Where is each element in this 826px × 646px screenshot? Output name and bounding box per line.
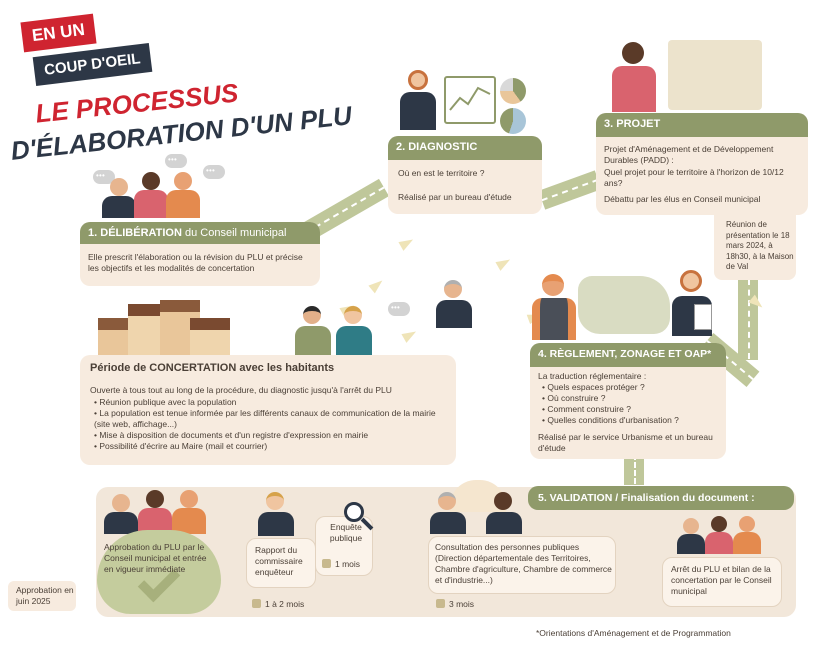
concertation-intro: Ouverte à tous tout au long de la procéd…: [90, 385, 392, 395]
step5-header: 5. VALIDATION / Finalisation du document…: [528, 486, 794, 510]
step1-title-rest: du Conseil municipal: [181, 227, 287, 239]
scroll-icon: [436, 599, 445, 608]
step1-title: DÉLIBÉRATION: [100, 227, 182, 239]
step1-header: 1. DÉLIBÉRATION du Conseil municipal: [80, 222, 320, 244]
list-item: Quels espaces protéger ?: [542, 382, 722, 393]
step1-number: 1.: [88, 227, 98, 239]
concertation-title: Période de CONCERTATION avec les habitan…: [90, 362, 335, 374]
step1-text: Elle prescrit l'élaboration ou la révisi…: [88, 252, 303, 273]
step4-list: Quels espaces protéger ? Où construire ?…: [542, 382, 722, 426]
list-item: Réunion publique avec la population: [94, 397, 450, 408]
paper-plane-icon: [368, 276, 386, 294]
enquete-duration: 1 mois: [322, 559, 360, 570]
paper-plane-icon: [401, 327, 419, 343]
list-item: Quelles conditions d'urbanisation ?: [542, 415, 722, 426]
step2-title: 2. DIAGNOSTIC: [396, 141, 478, 153]
rapport-text: Rapport du commissaire enquêteur: [255, 545, 303, 577]
step4-note: Réalisé par le service Urbanisme et un b…: [538, 432, 713, 453]
step2-header: 2. DIAGNOSTIC: [388, 136, 542, 160]
magnifier-icon: [344, 502, 364, 522]
list-item: Comment construire ?: [542, 404, 722, 415]
rapport-duration: 1 à 2 mois: [252, 599, 304, 609]
list-item: Possibilité d'écrire au Maire (mail et c…: [94, 441, 450, 452]
arret-text: Arrêt du PLU et bilan de la concertation…: [671, 564, 772, 596]
houses-icon: [98, 300, 230, 358]
step5-title: 5. VALIDATION: [538, 492, 613, 504]
step2-card: 2. DIAGNOSTIC Où en est le territoire ? …: [388, 136, 542, 214]
step3-card: 3. PROJET Projet d'Aménagement et de Dév…: [596, 113, 808, 215]
consultation-card: Consultation des personnes publiques (Di…: [428, 536, 616, 594]
path-segment: [738, 280, 758, 360]
step2-note: Réalisé par un bureau d'étude: [398, 192, 512, 202]
step3-header: 3. PROJET: [596, 113, 808, 137]
document-icon: [694, 304, 712, 330]
meeting-note: Réunion de présentation le 18 mars 2024,…: [714, 214, 796, 280]
concertation-list: Réunion publique avec la population La p…: [94, 397, 450, 452]
step3-title: 3. PROJET: [604, 118, 661, 130]
scroll-icon: [252, 599, 261, 608]
step3-text2: Quel projet pour le territoire à l'horiz…: [604, 167, 784, 188]
chart-board-icon: [444, 76, 496, 124]
step2-question: Où en est le territoire ?: [398, 168, 485, 178]
step5-title-rest: / Finalisation du document :: [612, 492, 755, 504]
approbation-date: Approbation en juin 2025: [16, 585, 74, 606]
pie-chart-icon: [500, 108, 526, 134]
tag-en-un: EN UN: [20, 13, 97, 53]
speech-bubble-icon: [388, 302, 410, 316]
enquete-card: Enquête publique 1 mois: [315, 516, 373, 576]
approbation-text: Approbation du PLU par le Conseil munici…: [104, 542, 207, 574]
list-item: La population est tenue informée par les…: [94, 408, 450, 430]
rapport-card: Rapport du commissaire enquêteur: [246, 538, 316, 588]
path-segment: [624, 455, 644, 485]
speech-bubble-icon: [203, 165, 225, 179]
speech-bubble-icon: [165, 154, 187, 168]
approbation-date-box: Approbation en juin 2025: [8, 581, 76, 611]
approbation-bubble: [97, 530, 221, 614]
arret-card: Arrêt du PLU et bilan de la concertation…: [662, 557, 782, 607]
pie-chart-icon: [500, 78, 526, 104]
speech-bubble-icon: [93, 170, 115, 184]
zoning-map-icon: [578, 276, 670, 334]
step4-intro: La traduction réglementaire :: [538, 371, 647, 381]
step4-header: 4. RÈGLEMENT, ZONAGE ET OAP*: [530, 343, 726, 367]
step3-text3: Débattu par les élus en Conseil municipa…: [604, 194, 761, 204]
enquete-text: Enquête publique: [329, 522, 363, 543]
footnote: *Orientations d'Aménagement et de Progra…: [536, 628, 731, 638]
step4-title: 4. RÈGLEMENT, ZONAGE ET OAP*: [538, 348, 712, 360]
list-item: Mise à disposition de documents et d'un …: [94, 430, 450, 441]
step4-card: 4. RÈGLEMENT, ZONAGE ET OAP* La traducti…: [530, 343, 726, 459]
paper-plane-icon: [398, 235, 416, 251]
map-icon: [668, 40, 762, 110]
step1-card: 1. DÉLIBÉRATION du Conseil municipal Ell…: [80, 222, 320, 286]
scroll-icon: [322, 559, 331, 568]
meeting-text: Réunion de présentation le 18 mars 2024,…: [726, 220, 794, 271]
tag-coup-doeil: COUP D'OEIL: [32, 43, 152, 86]
list-item: Où construire ?: [542, 393, 722, 404]
path-segment: [538, 170, 602, 210]
step3-text1: Projet d'Aménagement et de Développement…: [604, 144, 774, 165]
consultation-duration: 3 mois: [436, 599, 474, 609]
paper-plane-icon: [495, 255, 513, 271]
concertation-card: Période de CONCERTATION avec les habitan…: [80, 355, 456, 465]
consultation-text: Consultation des personnes publiques (Di…: [435, 542, 612, 585]
